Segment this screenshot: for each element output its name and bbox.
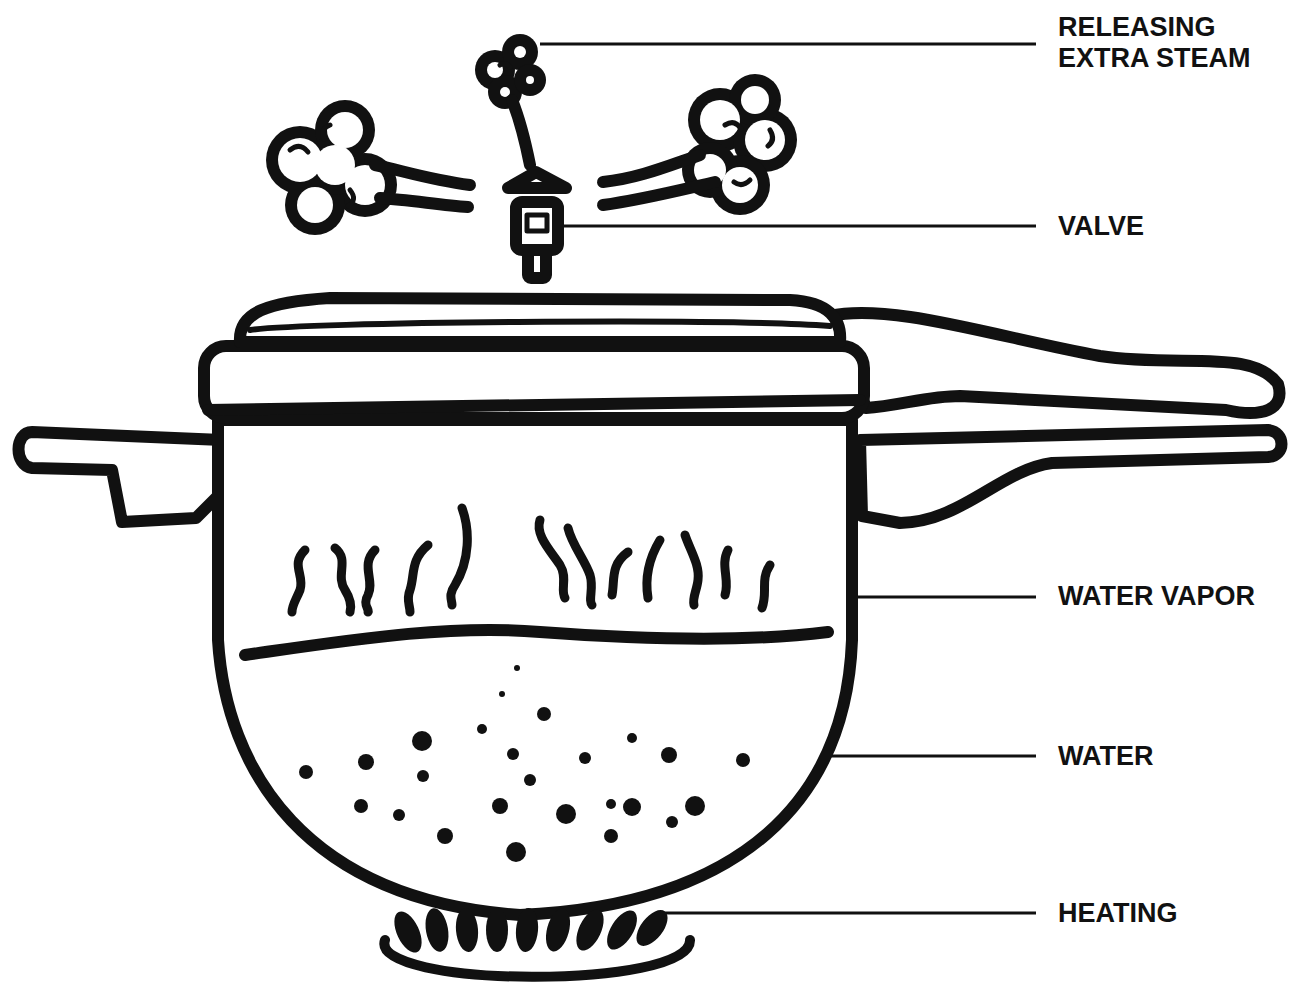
water-bubbles [299,665,750,862]
part-label: WATER VAPOR [1058,581,1286,612]
cooker-body [19,172,1282,915]
part-label: WATER [1058,741,1286,772]
vapor-squiggles [292,508,770,612]
part-label: VALVE [1058,211,1286,242]
part-label: HEATING [1058,898,1286,929]
burner-flame [384,905,690,977]
part-label: RELEASING EXTRA STEAM [1058,12,1286,74]
